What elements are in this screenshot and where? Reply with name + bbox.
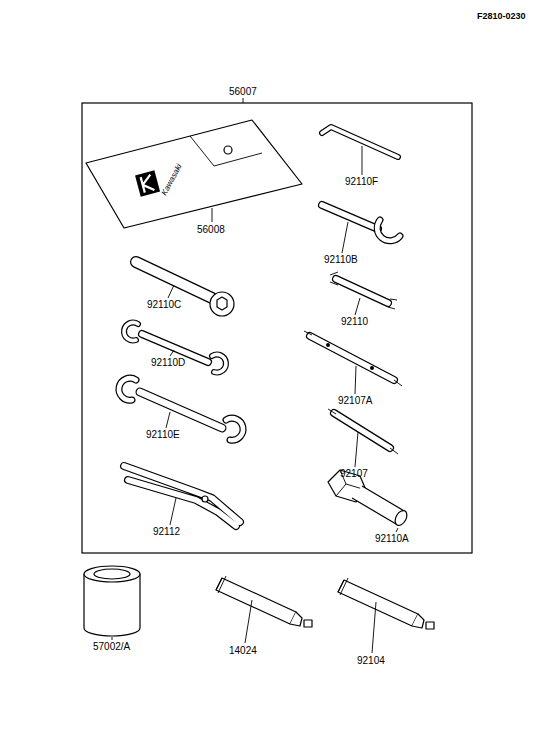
callout-number: 56008 <box>196 224 226 235</box>
callout-number: 92110F <box>344 176 379 187</box>
callout-number: 92110E <box>145 429 181 440</box>
callout-number: 92110D <box>150 357 186 368</box>
callout-number: 92107A <box>337 395 373 406</box>
drawing-number: F2810-0230 <box>476 12 527 22</box>
callout-number: 92110C <box>146 299 182 310</box>
callout-number: 56007 <box>228 86 258 97</box>
callout-number: 92110B <box>323 254 359 265</box>
callout-number: 57002/A <box>92 641 131 652</box>
callout-number: 92104 <box>356 655 386 666</box>
callout-number: 14024 <box>228 645 258 656</box>
callout-number: 92110 <box>340 316 369 327</box>
callout-number: 92112 <box>152 526 181 537</box>
callout-number: 92107 <box>339 468 369 479</box>
callout-number: 92110A <box>374 533 410 544</box>
